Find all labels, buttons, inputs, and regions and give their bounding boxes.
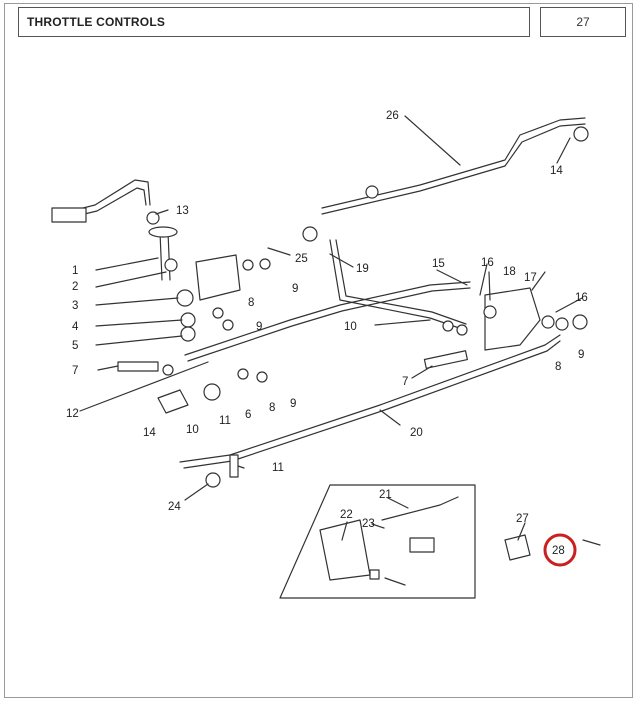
- callout-9: 9: [578, 349, 584, 361]
- callout-19: 19: [356, 263, 369, 275]
- callout-12: 12: [66, 408, 79, 420]
- callout-4: 4: [72, 321, 79, 333]
- callout-17: 17: [524, 272, 537, 284]
- page-number: 27: [576, 15, 590, 29]
- page-title: THROTTLE CONTROLS: [27, 15, 166, 29]
- callout-16: 16: [481, 257, 494, 269]
- highlight-circle: [543, 533, 577, 567]
- callout-9: 9: [290, 398, 296, 410]
- callout-10: 10: [186, 424, 199, 436]
- callout-28: 28: [552, 545, 565, 557]
- rod-15: [184, 281, 471, 356]
- callout-24: 24: [168, 501, 181, 513]
- callout-8: 8: [248, 297, 254, 309]
- bracket: [195, 254, 241, 301]
- callout-20: 20: [410, 427, 423, 439]
- clip-27: [504, 534, 531, 561]
- title-box: THROTTLE CONTROLS: [18, 7, 530, 37]
- callout-16: 16: [575, 292, 588, 304]
- callout-1: 1: [72, 265, 78, 277]
- callout-13: 13: [176, 205, 189, 217]
- callout-11: 11: [272, 462, 284, 474]
- callout-5: 5: [72, 340, 78, 352]
- callout-15: 15: [432, 258, 445, 270]
- callout-8: 8: [555, 361, 561, 373]
- callout-7: 7: [72, 365, 78, 377]
- callout-21: 21: [379, 489, 392, 501]
- callout-11: 11: [219, 415, 231, 427]
- screw-28: [582, 539, 601, 546]
- callout-10: 10: [344, 321, 357, 333]
- callout-3: 3: [72, 300, 78, 312]
- callout-labels: 1 2 3 4 5 7 7 8 8 8 9 9 9 9 10 10 11 11 …: [66, 110, 588, 567]
- callout-25: 25: [295, 253, 308, 265]
- callout-7: 7: [402, 376, 408, 388]
- rod-20: [179, 334, 561, 463]
- callout-9: 9: [256, 321, 262, 333]
- callout-18: 18: [503, 266, 516, 278]
- callout-23: 23: [362, 518, 375, 530]
- callout-9: 9: [292, 283, 298, 295]
- callout-27: 27: [516, 513, 529, 525]
- callout-2: 2: [72, 281, 78, 293]
- page-number-box: 27: [540, 7, 626, 37]
- callout-6: 6: [245, 409, 251, 421]
- plate-17: [484, 287, 541, 351]
- inset-frame: [279, 484, 476, 599]
- callout-26: 26: [386, 110, 399, 122]
- callout-14: 14: [143, 427, 156, 439]
- callout-8: 8: [269, 402, 275, 414]
- rod-26: [321, 117, 586, 209]
- callout-14: 14: [550, 165, 563, 177]
- callout-22: 22: [340, 509, 353, 521]
